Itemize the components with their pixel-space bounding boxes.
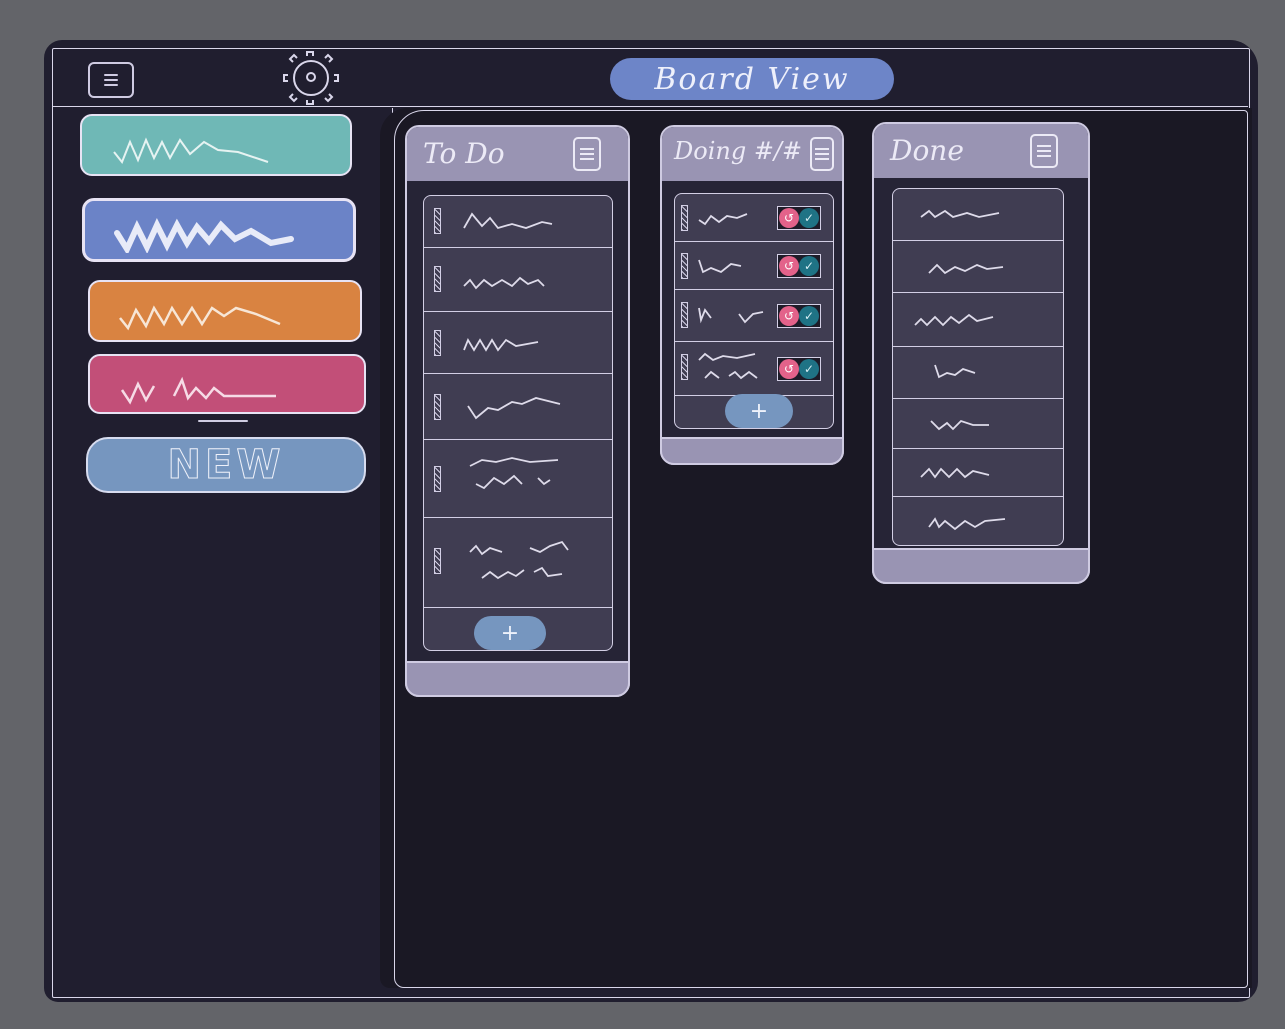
task-card[interactable] <box>893 399 1063 449</box>
task-text-squiggle <box>920 209 1000 219</box>
card-actions: ↺✓ <box>777 206 821 230</box>
task-card[interactable] <box>893 449 1063 497</box>
drag-handle-icon[interactable] <box>434 266 441 292</box>
card-list: ↺✓ ↺✓ ↺✓ ↺✓ + <box>674 193 834 429</box>
task-text-squiggle <box>698 352 758 380</box>
column-title: Done <box>890 134 964 167</box>
drag-handle-icon[interactable] <box>434 330 441 356</box>
task-text-squiggle <box>469 457 559 490</box>
task-card[interactable] <box>424 374 612 440</box>
column-title: To Do <box>423 137 505 170</box>
complete-button[interactable]: ✓ <box>799 306 819 326</box>
undo-button[interactable]: ↺ <box>779 208 799 228</box>
task-card[interactable] <box>424 518 612 608</box>
item-label-squiggle <box>114 218 294 253</box>
task-card[interactable]: ↺✓ <box>675 242 833 290</box>
gear-icon[interactable] <box>280 50 342 106</box>
task-text-squiggle <box>698 259 742 274</box>
new-board-button[interactable]: NEW <box>86 437 366 493</box>
list-icon[interactable] <box>1030 134 1058 168</box>
task-card[interactable]: ↺✓ <box>675 194 833 242</box>
item-label-squiggle <box>120 376 276 405</box>
column-header: To Do <box>407 127 628 181</box>
card-actions: ↺✓ <box>777 357 821 381</box>
column-todo: To Do + <box>405 125 630 697</box>
task-card[interactable] <box>424 248 612 312</box>
sidebar-item-4[interactable] <box>88 354 366 414</box>
drag-handle-icon[interactable] <box>681 302 688 328</box>
undo-button[interactable]: ↺ <box>779 256 799 276</box>
task-card[interactable] <box>893 293 1063 347</box>
column-doing: Doing #/# ↺✓ ↺✓ ↺✓ ↺✓ + <box>660 125 844 465</box>
task-text-squiggle <box>930 419 989 431</box>
drag-handle-icon[interactable] <box>681 354 688 380</box>
drag-handle-icon[interactable] <box>434 208 441 234</box>
task-card[interactable] <box>893 497 1063 545</box>
task-card[interactable]: ↺✓ <box>675 290 833 342</box>
task-text-squiggle <box>920 467 990 479</box>
add-card-button[interactable]: + <box>725 394 793 428</box>
task-text-squiggle <box>928 263 1004 275</box>
column-footer <box>660 437 844 465</box>
drag-handle-icon[interactable] <box>434 394 441 420</box>
task-text-squiggle <box>463 212 553 230</box>
task-card[interactable] <box>893 241 1063 293</box>
undo-button[interactable]: ↺ <box>779 306 799 326</box>
drag-handle-icon[interactable] <box>434 548 441 574</box>
column-footer <box>405 661 630 697</box>
task-text-squiggle <box>469 540 569 580</box>
item-label-squiggle <box>113 137 269 164</box>
task-text-squiggle <box>467 397 561 420</box>
card-list <box>892 188 1064 546</box>
column-done: Done <box>872 122 1090 584</box>
card-actions: ↺✓ <box>777 254 821 278</box>
drag-handle-icon[interactable] <box>434 466 441 492</box>
sidebar-item-1[interactable] <box>80 114 352 176</box>
list-icon[interactable] <box>810 137 834 171</box>
column-header: Doing #/# <box>662 127 842 181</box>
task-text-squiggle <box>934 364 976 379</box>
complete-button[interactable]: ✓ <box>799 208 819 228</box>
task-card[interactable] <box>424 196 612 248</box>
drag-handle-icon[interactable] <box>681 205 688 231</box>
list-icon[interactable] <box>573 137 601 171</box>
sidebar-divider-line <box>198 420 248 422</box>
item-label-squiggle <box>119 305 281 331</box>
task-text-squiggle <box>463 276 545 290</box>
task-card[interactable] <box>893 347 1063 399</box>
column-footer <box>872 548 1090 584</box>
menu-icon[interactable] <box>88 62 134 98</box>
task-card[interactable]: ↺✓ <box>675 342 833 396</box>
card-list: + <box>423 195 613 651</box>
card-actions: ↺✓ <box>777 304 821 328</box>
complete-button[interactable]: ✓ <box>799 256 819 276</box>
task-card[interactable] <box>893 189 1063 241</box>
column-title: Doing #/# <box>674 137 803 165</box>
sidebar-item-3[interactable] <box>88 280 362 342</box>
sidebar-item-2[interactable] <box>82 198 356 262</box>
task-text-squiggle <box>698 213 748 226</box>
undo-button[interactable]: ↺ <box>779 359 799 379</box>
task-card[interactable] <box>424 440 612 518</box>
task-text-squiggle <box>698 307 764 324</box>
task-text-squiggle <box>463 337 539 352</box>
complete-button[interactable]: ✓ <box>799 359 819 379</box>
drag-handle-icon[interactable] <box>681 253 688 279</box>
page-title: Board View <box>610 58 894 100</box>
task-text-squiggle <box>928 517 1006 531</box>
task-text-squiggle <box>914 313 994 327</box>
column-header: Done <box>874 124 1088 178</box>
task-card[interactable] <box>424 312 612 374</box>
add-card-button[interactable]: + <box>474 616 546 650</box>
